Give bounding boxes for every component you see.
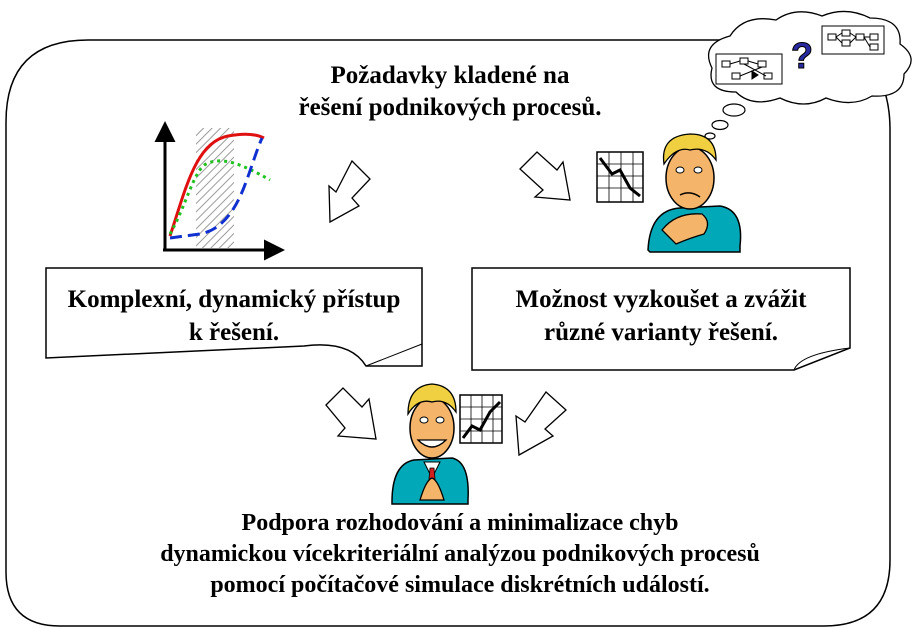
right-note-line-2: různé varianty řešení. bbox=[544, 319, 778, 346]
thinking-person-illustration bbox=[596, 133, 742, 253]
conclusion-text: Podpora rozhodování a minimalizace chyb … bbox=[60, 508, 860, 601]
left-note-line-1: Komplexní, dynamický přístup bbox=[67, 286, 401, 313]
red-curve bbox=[168, 132, 265, 237]
rising-chart-icon bbox=[459, 394, 503, 444]
conclusion-line-3: pomocí počítačové simulace diskrétních u… bbox=[210, 572, 710, 598]
arrow-down-right bbox=[519, 151, 571, 201]
right-note-text: Možnost vyzkoušet a zvážit různé variant… bbox=[472, 283, 850, 349]
right-note-box bbox=[471, 267, 851, 371]
left-note-text: Komplexní, dynamický přístup k řešení. bbox=[46, 283, 422, 349]
right-note-line-1: Možnost vyzkoušet a zvážit bbox=[515, 286, 807, 313]
performance-chart-graphic bbox=[154, 121, 285, 261]
title-line-2: řešení podnikových procesů. bbox=[298, 94, 602, 121]
happy-person-illustration bbox=[391, 383, 503, 505]
arrow-down-right-lower bbox=[325, 387, 377, 440]
title-line-1: Požadavky kladené na bbox=[330, 62, 570, 89]
process-diagram-icon bbox=[715, 53, 783, 85]
conclusion-line-2: dynamickou vícekriteriální analýzou podn… bbox=[160, 541, 760, 567]
green-curve bbox=[168, 159, 271, 235]
process-flow-icon bbox=[821, 25, 885, 55]
diagram-title: Požadavky kladené na řešení podnikových … bbox=[230, 60, 670, 124]
blue-curve bbox=[169, 137, 264, 240]
arrow-down-left-lower bbox=[515, 391, 567, 457]
conclusion-line-1: Podpora rozhodování a minimalizace chyb bbox=[241, 510, 679, 536]
arrow-down-left bbox=[328, 159, 371, 224]
thought-bubble: ? bbox=[704, 10, 912, 140]
left-note-line-2: k řešení. bbox=[188, 319, 280, 346]
question-mark-icon: ? bbox=[791, 35, 813, 76]
declining-chart-icon bbox=[596, 151, 644, 203]
